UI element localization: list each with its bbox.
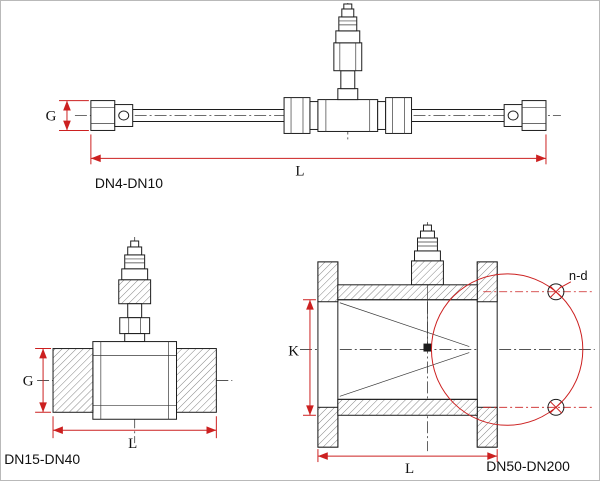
dimension-k-dn50: K — [288, 299, 316, 416]
view-dn50-dn200: n-d K L DN50-DN200 — [288, 222, 595, 477]
dimension-l-dn15: L — [52, 416, 217, 452]
meter-body-dn50 — [317, 261, 498, 448]
meter-body-dn4 — [90, 97, 547, 134]
dim-label-l-dn15: L — [128, 436, 137, 452]
dimension-g-dn4: G — [46, 100, 89, 131]
dim-label-nd-dn50: n-d — [569, 268, 588, 283]
dim-label-g-dn4: G — [46, 109, 57, 125]
dim-label-g-dn15: G — [23, 373, 34, 389]
view-dn15-dn40: G L DN15-DN40 — [4, 237, 233, 467]
bolt-hole-bottom — [547, 398, 565, 416]
bolt-circle-dn50: n-d — [430, 268, 593, 426]
dimension-l-dn50: L — [317, 449, 498, 477]
dimension-g-dn15: G — [23, 348, 52, 413]
sensor-stack-dn50 — [411, 224, 444, 286]
caption-dn50-dn200: DN50-DN200 — [486, 458, 570, 474]
sensor-stack-dn15 — [118, 240, 152, 343]
dim-label-l-dn50: L — [405, 461, 414, 477]
dim-label-l-dn4: L — [295, 163, 304, 179]
meter-body-dn15 — [52, 341, 217, 420]
sensor-stack-dn4 — [333, 3, 363, 101]
dimension-l-dn4: L — [90, 134, 547, 179]
centerlines-dn50 — [300, 222, 595, 452]
caption-dn15-dn40: DN15-DN40 — [4, 451, 80, 467]
view-dn4-dn10: G L DN4-DN10 — [46, 2, 561, 191]
dim-label-k-dn50: K — [288, 344, 299, 360]
caption-dn4-dn10: DN4-DN10 — [95, 175, 163, 191]
